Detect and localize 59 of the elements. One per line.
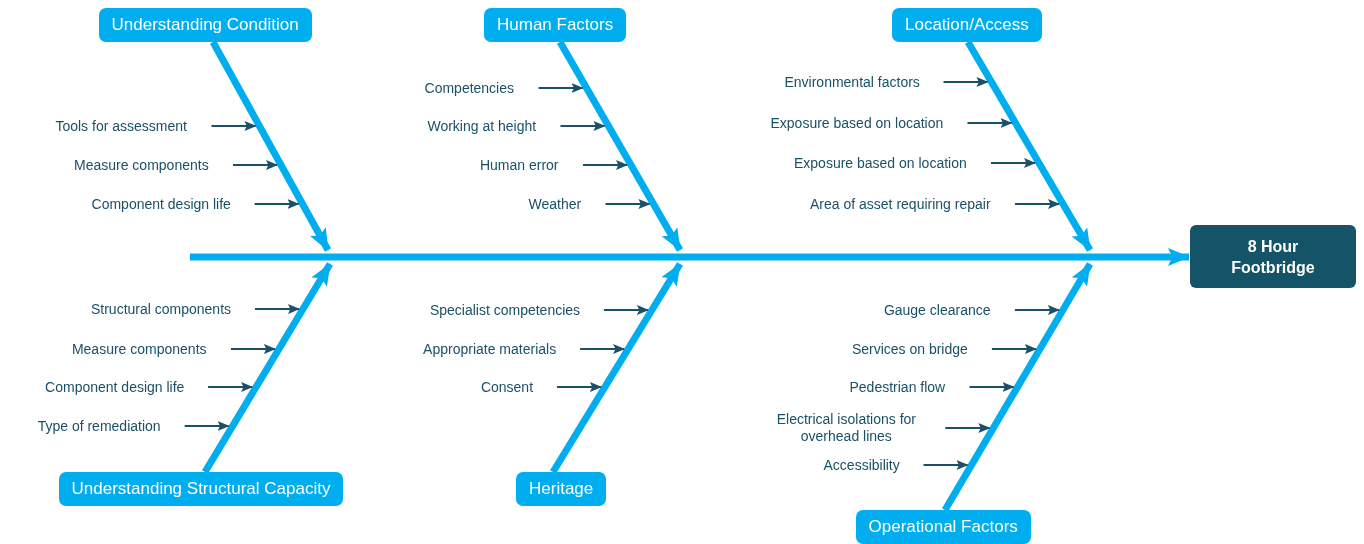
cause-label: Weather	[528, 195, 582, 213]
category-box: Heritage	[516, 472, 607, 506]
arrow	[254, 199, 300, 209]
cause-label: Component design life	[91, 195, 231, 213]
cause-label: Component design life	[45, 378, 185, 396]
arrow	[582, 160, 628, 170]
arrow	[945, 423, 991, 433]
arrow	[923, 460, 969, 470]
cause-label: Working at height	[427, 117, 537, 135]
arrow	[233, 160, 278, 170]
cause-label: Type of remediation	[37, 417, 161, 435]
arrow	[943, 77, 989, 87]
cause-label: Competencies	[424, 79, 515, 97]
bone-arrow	[202, 262, 333, 474]
cause-label: Measure components	[71, 340, 207, 358]
arrow	[254, 304, 300, 314]
cause-label: Consent	[480, 378, 534, 396]
cause-label: Gauge clearance	[883, 301, 991, 319]
arrow	[556, 382, 602, 392]
arrow	[230, 344, 276, 354]
bone-arrow	[209, 40, 332, 252]
arrow	[1015, 199, 1060, 209]
arrow	[538, 83, 584, 93]
arrow	[184, 421, 230, 431]
arrow	[967, 118, 1013, 128]
cause-label: Structural components	[90, 300, 232, 318]
bone-arrow	[965, 40, 1093, 252]
cause-label: Pedestrian flow	[849, 378, 946, 396]
cause-label: Electrical isolations for overhead lines	[771, 411, 922, 445]
cause-label: Environmental factors	[784, 73, 920, 91]
cause-label: Exposure based on location	[770, 114, 944, 132]
bone-arrow	[556, 40, 684, 252]
bone-arrow	[942, 262, 1093, 512]
cause-label: Tools for assessment	[55, 117, 187, 135]
bone-arrow	[550, 262, 683, 474]
arrow	[560, 121, 606, 131]
arrow	[211, 121, 257, 131]
category-box: Human Factors	[484, 8, 627, 42]
cause-label: Specialist competencies	[429, 301, 581, 319]
effect-box: 8 Hour Footbridge	[1190, 225, 1356, 288]
arrow	[991, 344, 1037, 354]
arrow	[580, 344, 626, 354]
arrow	[605, 199, 651, 209]
category-box: Location/Access	[892, 8, 1042, 42]
cause-label: Appropriate materials	[423, 340, 557, 358]
cause-label: Human error	[479, 156, 559, 174]
cause-label: Services on bridge	[851, 340, 968, 358]
cause-label: Measure components	[74, 156, 209, 174]
category-box: Understanding Condition	[98, 8, 312, 42]
arrow	[990, 158, 1036, 168]
cause-label: Area of asset requiring repair	[810, 195, 991, 213]
cause-label: Exposure based on location	[793, 154, 967, 172]
arrow	[603, 305, 649, 315]
cause-label: Accessibility	[823, 456, 900, 474]
arrow	[1014, 305, 1060, 315]
arrow	[969, 382, 1015, 392]
arrow	[208, 382, 254, 392]
category-box: Operational Factors	[855, 510, 1031, 544]
category-box: Understanding Structural Capacity	[58, 472, 344, 506]
